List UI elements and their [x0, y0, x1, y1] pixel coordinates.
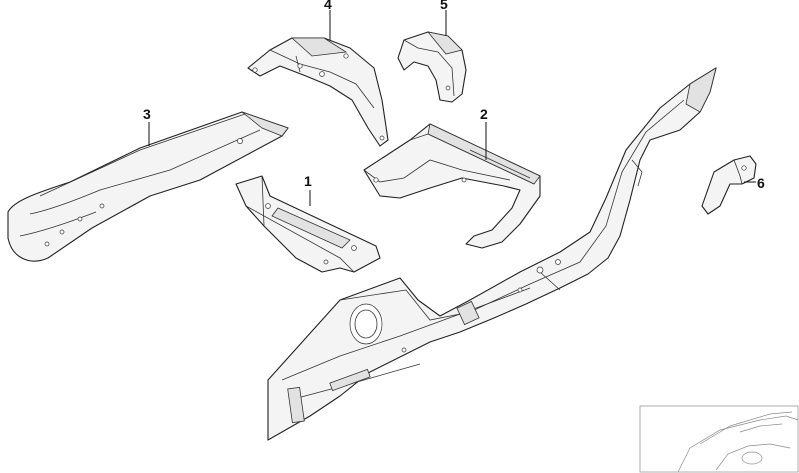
part-5-arch-bracket[interactable]	[397, 31, 467, 103]
part-1-cross-member[interactable]	[235, 175, 381, 273]
callout-label-1[interactable]: 1	[304, 173, 312, 189]
callout-label-3[interactable]: 3	[143, 106, 151, 122]
callout-label-4[interactable]: 4	[324, 0, 332, 12]
part-3-floor-rail[interactable]	[7, 111, 289, 262]
callout-label-6[interactable]: 6	[757, 175, 765, 191]
part-4-bracket[interactable]	[247, 37, 389, 147]
callout-label-2[interactable]: 2	[480, 106, 488, 122]
main-side-panel[interactable]	[267, 67, 717, 441]
part-6-small-bracket[interactable]	[701, 155, 757, 215]
part-2-seat-cross-member[interactable]	[363, 123, 541, 249]
car-silhouette-icon	[639, 405, 799, 473]
callout-label-5[interactable]: 5	[440, 0, 448, 12]
